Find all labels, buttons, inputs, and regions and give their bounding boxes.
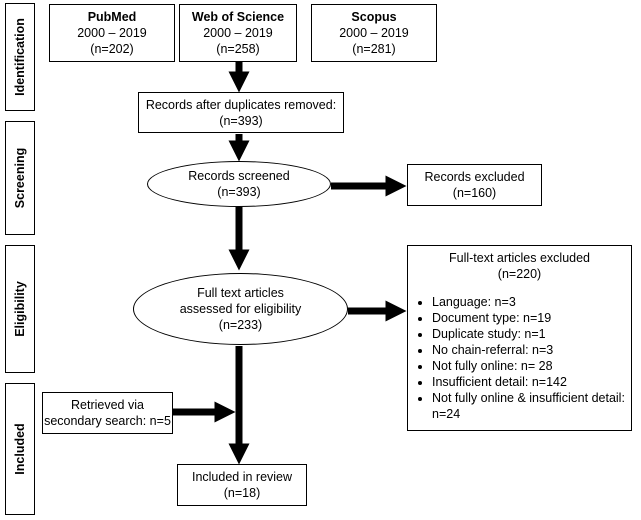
- secondary-line1: Retrieved via: [71, 398, 144, 412]
- fulltext-excluded-title: Full-text articles excluded: [448, 251, 591, 265]
- source-count: (n=281): [352, 42, 396, 56]
- exclusion-reason: Not fully online: n= 28: [432, 358, 631, 374]
- exclusion-reason: Insufficient detail: n=142: [432, 374, 631, 390]
- stage-included: Included: [5, 383, 35, 515]
- stage-identification: Identification: [5, 3, 35, 111]
- exclusion-reason: No chain-referral: n=3: [432, 342, 631, 358]
- dedup-box: Records after duplicates removed: (n=393…: [138, 92, 344, 133]
- stage-eligibility-label: Eligibility: [13, 281, 27, 337]
- source-box-pubmed: PubMed 2000 – 2019 (n=202): [49, 4, 175, 62]
- fulltext-assessed-ellipse: Full text articles assessed for eligibil…: [133, 273, 348, 345]
- excluded-count: (n=160): [452, 186, 497, 200]
- source-name: PubMed: [87, 10, 137, 24]
- stage-screening-label: Screening: [13, 147, 27, 209]
- secondary-line2: secondary search: n=5: [44, 414, 171, 428]
- screened-label: Records screened: [188, 169, 290, 183]
- excluded-label: Records excluded: [424, 170, 525, 184]
- records-excluded-box: Records excluded (n=160): [407, 164, 542, 206]
- secondary-search-box: Retrieved via secondary search: n=5: [42, 392, 173, 434]
- included-label: Included in review: [191, 470, 293, 484]
- source-count: (n=202): [90, 42, 134, 56]
- stage-identification-label: Identification: [13, 18, 27, 96]
- source-count: (n=258): [216, 42, 260, 56]
- source-name: Web of Science: [191, 10, 285, 24]
- source-box-web-of-science: Web of Science 2000 – 2019 (n=258): [179, 4, 297, 62]
- exclusion-reason: Language: n=3: [432, 294, 631, 310]
- source-years: 2000 – 2019: [77, 26, 147, 40]
- fulltext-line2: assessed for eligibility: [179, 302, 302, 316]
- exclusion-reason: Not fully online & insufficient detail: …: [432, 390, 631, 422]
- stage-screening: Screening: [5, 121, 35, 235]
- screened-count: (n=393): [217, 185, 261, 199]
- included-count: (n=18): [223, 486, 261, 500]
- dedup-label: Records after duplicates removed:: [145, 97, 337, 112]
- included-box: Included in review (n=18): [177, 464, 307, 506]
- stage-included-label: Included: [13, 423, 27, 475]
- exclusion-reasons-list: Language: n=3 Document type: n=19 Duplic…: [408, 294, 631, 422]
- dedup-count: (n=393): [219, 113, 263, 128]
- fulltext-line1: Full text articles: [197, 286, 284, 300]
- fulltext-count: (n=233): [218, 318, 263, 332]
- source-years: 2000 – 2019: [203, 26, 273, 40]
- exclusion-reason: Duplicate study: n=1: [432, 326, 631, 342]
- records-screened-ellipse: Records screened (n=393): [147, 161, 331, 207]
- source-years: 2000 – 2019: [339, 26, 409, 40]
- exclusion-reason: Document type: n=19: [432, 310, 631, 326]
- source-box-scopus: Scopus 2000 – 2019 (n=281): [311, 4, 437, 62]
- fulltext-excluded-box: Full-text articles excluded (n=220) Lang…: [407, 245, 632, 431]
- source-name: Scopus: [351, 10, 397, 24]
- stage-eligibility: Eligibility: [5, 245, 35, 373]
- fulltext-excluded-count: (n=220): [497, 267, 542, 281]
